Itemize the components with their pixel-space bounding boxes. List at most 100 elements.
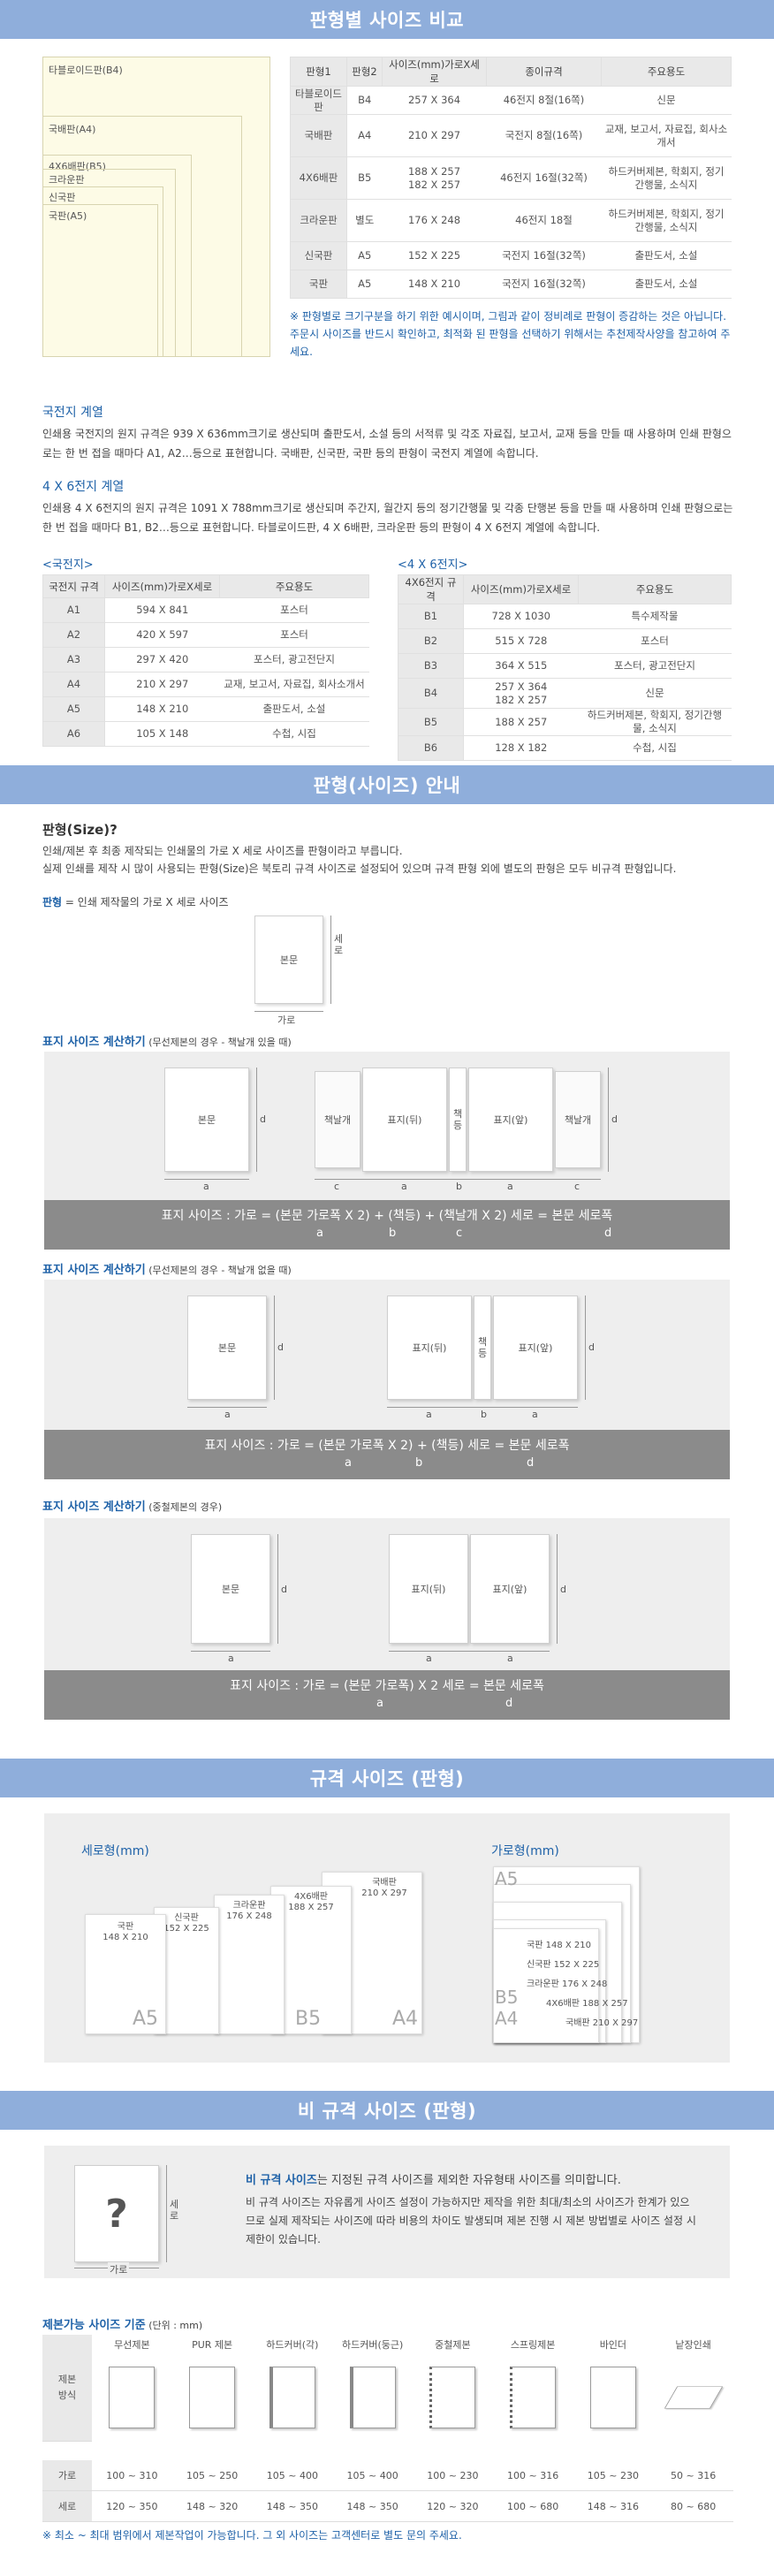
calc2-bonmun: 본문: [187, 1296, 267, 1400]
table-cell: 신국판: [290, 241, 347, 270]
hline-size: 148 X 210: [545, 1941, 591, 1950]
lead-strong: 비 규격 사이즈: [246, 2174, 317, 2187]
table-cell: 188 X 257: [463, 708, 579, 736]
col-header: 종이규격: [486, 57, 602, 87]
diagram-label-b4: 타블로이드판(B4): [49, 65, 123, 76]
table-cell: 신문: [578, 678, 732, 709]
formula-letter: a: [345, 1456, 352, 1470]
calc1-title: 표지 사이즈 계산하기 (무선제본의 경우 - 책날개 있을 때): [42, 1032, 292, 1049]
table-cell: A1: [42, 597, 105, 623]
definition-term: 판형: [42, 896, 63, 908]
bind-cell: 148 ~ 316: [587, 2500, 639, 2512]
dim-d: d: [588, 1341, 595, 1353]
calc3-title: 표지 사이즈 계산하기 (중철제본의 경우): [42, 1497, 222, 1514]
calc1-wing-left: 책날개: [315, 1071, 360, 1168]
card-size: 176 X 248: [226, 1911, 272, 1921]
table-cell: 국배판: [290, 114, 347, 157]
table-cell: A4: [42, 672, 105, 697]
dim-line: [557, 1534, 558, 1644]
garo-row-label: 가로: [42, 2460, 92, 2491]
sero-label: 세로: [170, 2199, 179, 2222]
section-banner-size-compare: 판형별 사이즈 비교: [0, 0, 774, 39]
dim-d: d: [281, 1584, 287, 1595]
dim-line: [608, 1068, 609, 1172]
diagram-label-a4: 국배판(A4): [49, 124, 96, 135]
size-question: 판형(Size)?: [42, 822, 118, 838]
hardcover-round-icon: [349, 2367, 396, 2428]
calc2-cover-front: 표지(앞): [493, 1296, 578, 1400]
col-header: 판형2: [346, 57, 383, 87]
dim-a: a: [532, 1409, 538, 1420]
bind-cell: 80 ~ 680: [671, 2500, 717, 2512]
table-cell: 257 X 364: [382, 86, 487, 115]
card-name: 국배판: [372, 1878, 397, 1888]
bind-cell: [413, 2354, 493, 2441]
table-cell: 하드커버제본, 학회지, 정기간행물, 소식지: [578, 708, 732, 736]
nonstandard-lead: 비 규격 사이즈는 지정된 규격 사이즈를 제외한 자유형태 사이즈를 의미합니…: [246, 2170, 621, 2187]
diagram-label-singuk: 신국판: [49, 192, 76, 203]
col-header: 주요용도: [601, 57, 732, 87]
table-cell: 515 X 728: [463, 628, 579, 654]
bind-cell: [653, 2354, 733, 2441]
size-note: ※ 판형별로 크기구분을 하기 위한 예시이며, 그림과 같이 정비례로 판형이…: [290, 310, 731, 358]
sero-row-label: 세로: [42, 2490, 92, 2522]
calc1-title-sub: (무선제본의 경우 - 책날개 있을 때): [145, 1037, 292, 1048]
bind-cell: 하드커버(둥근): [341, 2339, 404, 2351]
calc1-bonmun: 본문: [164, 1068, 249, 1172]
bind-cell: 무선제본: [114, 2339, 150, 2351]
formula-text: 표지 사이즈 : 가로 = (본문 가로폭 X 2) + (책등) + (책날개…: [161, 1209, 613, 1223]
hardcover-square-icon: [269, 2367, 315, 2428]
dim-line: [256, 1068, 257, 1172]
formula-letter: d: [505, 1697, 513, 1710]
hline-a4: 국배판 210 X 297: [565, 2015, 638, 2028]
width-dimension-line: [254, 1011, 323, 1012]
col-header: 국전지 규격: [42, 574, 105, 598]
table-cell: 728 X 1030: [463, 604, 579, 629]
table-cell: 4X6배판: [290, 156, 347, 200]
table-cell: A4: [346, 114, 383, 157]
dim-line: [389, 1651, 550, 1652]
table-cell: 152 X 225: [382, 241, 487, 270]
table-cell: 364 X 515: [463, 653, 579, 679]
bind-cell: [493, 2354, 573, 2441]
table-cell: 별도: [346, 199, 383, 242]
formula-letter: a: [376, 1697, 383, 1710]
single-sheet-icon: [664, 2386, 723, 2409]
table-cell: 포스터, 광고전단지: [578, 653, 732, 679]
calc3-formula: 표지 사이즈 : 가로 = (본문 가로폭) X 2 세로 = 본문 세로폭 a…: [44, 1670, 730, 1720]
binder-icon: [589, 2367, 636, 2428]
table-cell: 출판도서, 소설: [601, 241, 732, 270]
definition-text: = 인쇄 제작물의 가로 X 세로 사이즈: [62, 896, 229, 908]
hline-size: 152 X 225: [553, 1960, 600, 1970]
card-size: 210 X 297: [361, 1888, 407, 1898]
bind-title-unit: (단위 : mm): [145, 2320, 203, 2331]
table-cell: 국전지 16절(32쪽): [486, 241, 602, 270]
calc2-panel: 본문 d a 표지(뒤) 책등 표지(앞) d a b a: [44, 1280, 730, 1430]
dim-a: a: [203, 1181, 209, 1192]
table-cell: B1: [398, 604, 464, 629]
bind-cell: [332, 2354, 413, 2441]
dim-line: [191, 1651, 270, 1652]
bind-cell: PUR 제본: [192, 2339, 233, 2351]
table-cell: 594 X 841: [104, 597, 220, 623]
table-cell: 포스터: [219, 622, 369, 648]
dim-c: c: [574, 1181, 580, 1192]
bind-cell: 100 ~ 230: [427, 2469, 479, 2481]
bind-cell: 105 ~ 250: [186, 2469, 239, 2481]
hline-name: 국배판: [565, 2018, 590, 2028]
sero-label: 세로: [334, 933, 344, 956]
dim-d: d: [260, 1113, 266, 1125]
dim-a: a: [224, 1409, 231, 1420]
table-cell: B5: [398, 708, 464, 736]
table-cell: 하드커버제본, 학회지, 정기간행물, 소식지: [601, 199, 732, 242]
b46-table-title: <4 X 6전지>: [398, 559, 468, 572]
